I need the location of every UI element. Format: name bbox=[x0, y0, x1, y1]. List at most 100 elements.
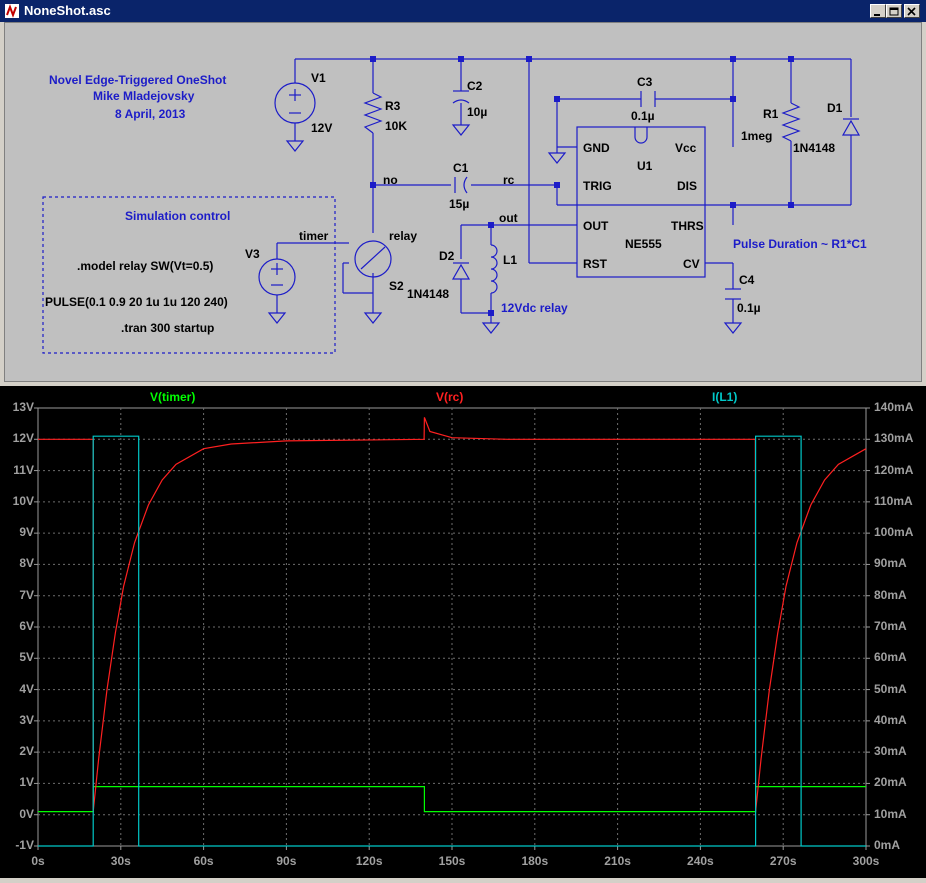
x-tick-label: 90s bbox=[276, 854, 297, 868]
u1-label[interactable]: U1 bbox=[637, 159, 653, 173]
y-tick-label-left: 5V bbox=[19, 650, 34, 665]
x-tick-label: 210s bbox=[604, 854, 631, 868]
c4-label[interactable]: C4 bbox=[739, 273, 755, 287]
d2-label[interactable]: D2 bbox=[439, 249, 455, 263]
r1-label[interactable]: R1 bbox=[763, 107, 779, 121]
c4-value[interactable]: 0.1µ bbox=[737, 301, 761, 315]
y-tick-label-right: 0mA bbox=[874, 838, 901, 852]
y-tick-label-left: 0V bbox=[19, 806, 34, 821]
pin-cv: CV bbox=[683, 257, 700, 271]
x-tick-label: 0s bbox=[31, 854, 45, 868]
relay-note: 12Vdc relay bbox=[501, 301, 568, 315]
y-tick-label-left: 6V bbox=[19, 619, 34, 633]
y-tick-label-right: 90mA bbox=[874, 556, 907, 571]
close-button[interactable] bbox=[904, 4, 920, 18]
y-tick-label-right: 70mA bbox=[874, 619, 907, 633]
x-tick-label: 300s bbox=[852, 854, 880, 868]
d1-label[interactable]: D1 bbox=[827, 101, 843, 115]
y-tick-label-right: 40mA bbox=[874, 712, 907, 727]
x-tick-label: 30s bbox=[110, 854, 131, 868]
pin-thrs: THRS bbox=[671, 219, 704, 233]
net-no[interactable]: no bbox=[383, 173, 398, 187]
x-tick-label: 60s bbox=[193, 854, 214, 868]
pin-dis: DIS bbox=[677, 179, 698, 193]
c2-value[interactable]: 10µ bbox=[467, 105, 488, 119]
c1-value[interactable]: 15µ bbox=[449, 197, 470, 211]
r1-value[interactable]: 1meg bbox=[741, 129, 773, 143]
v3-label[interactable]: V3 bbox=[245, 247, 260, 261]
y-tick-label-right: 110mA bbox=[874, 493, 913, 508]
schematic-date: 8 April, 2013 bbox=[115, 107, 186, 121]
v1-value[interactable]: 12V bbox=[311, 121, 333, 135]
y-tick-label-left: 11V bbox=[13, 462, 34, 477]
tran-directive[interactable]: .tran 300 startup bbox=[121, 321, 215, 335]
maximize-icon bbox=[889, 7, 899, 16]
trace-label[interactable]: I(L1) bbox=[712, 390, 738, 404]
y-tick-label-right: 10mA bbox=[874, 806, 907, 821]
close-icon bbox=[907, 7, 916, 16]
net-timer[interactable]: timer bbox=[299, 229, 329, 243]
r3-label[interactable]: R3 bbox=[385, 99, 401, 113]
schematic-author: Mike Mladejovsky bbox=[93, 89, 195, 103]
y-tick-label-right: 30mA bbox=[874, 744, 907, 759]
v1-label[interactable]: V1 bbox=[311, 71, 326, 85]
x-tick-label: 120s bbox=[355, 854, 383, 868]
y-tick-label-left: 10V bbox=[12, 493, 34, 508]
pulse-directive[interactable]: PULSE(0.1 0.9 20 1u 1u 120 240) bbox=[45, 295, 228, 309]
y-tick-label-left: 8V bbox=[19, 556, 34, 571]
d1-value[interactable]: 1N4148 bbox=[793, 141, 836, 155]
c3-value[interactable]: 0.1µ bbox=[631, 109, 655, 123]
pin-vcc: Vcc bbox=[675, 141, 697, 155]
x-tick-label: 270s bbox=[769, 854, 797, 868]
y-tick-label-left: 2V bbox=[19, 744, 34, 759]
y-tick-label-right: 50mA bbox=[874, 681, 907, 696]
x-tick-label: 240s bbox=[687, 854, 714, 868]
net-out[interactable]: out bbox=[499, 211, 518, 225]
y-tick-label-right: 100mA bbox=[874, 525, 914, 540]
model-directive[interactable]: .model relay SW(Vt=0.5) bbox=[77, 259, 214, 273]
y-tick-label-right: 130mA bbox=[874, 431, 914, 446]
c3-label[interactable]: C3 bbox=[637, 75, 653, 89]
u1-part[interactable]: NE555 bbox=[625, 237, 662, 251]
l1-label[interactable]: L1 bbox=[503, 253, 518, 267]
y-tick-label-right: 20mA bbox=[874, 775, 907, 790]
pin-gnd: GND bbox=[583, 141, 610, 155]
trace-label[interactable]: V(timer) bbox=[150, 390, 196, 404]
y-tick-label-right: 140mA bbox=[874, 400, 914, 414]
y-tick-label-left: 1V bbox=[19, 775, 34, 790]
schematic-editor[interactable]: Novel Edge-Triggered OneShot Mike Mladej… bbox=[4, 22, 922, 382]
s2-model[interactable]: relay bbox=[389, 229, 418, 243]
window-title: NoneShot.asc bbox=[24, 3, 111, 18]
y-tick-label-right: 120mA bbox=[874, 462, 914, 477]
net-rc[interactable]: rc bbox=[503, 173, 515, 187]
y-tick-label-left: 7V bbox=[19, 587, 34, 602]
pin-trig: TRIG bbox=[583, 179, 612, 193]
window-titlebar[interactable]: NoneShot.asc bbox=[0, 0, 926, 22]
maximize-button[interactable] bbox=[886, 4, 902, 18]
pulse-duration-note: Pulse Duration ~ R1*C1 bbox=[733, 237, 867, 251]
s2-label[interactable]: S2 bbox=[389, 279, 404, 293]
schematic-title: Novel Edge-Triggered OneShot bbox=[49, 73, 227, 87]
y-tick-label-left: 9V bbox=[19, 525, 34, 540]
y-tick-label-right: 60mA bbox=[874, 650, 907, 665]
schematic-canvas[interactable] bbox=[5, 23, 923, 383]
waveform-plot[interactable] bbox=[0, 386, 926, 878]
trace-label[interactable]: V(rc) bbox=[436, 390, 464, 404]
y-tick-label-left: 13V bbox=[12, 400, 34, 414]
c1-label[interactable]: C1 bbox=[453, 161, 469, 175]
c2-label[interactable]: C2 bbox=[467, 79, 483, 93]
minimize-icon bbox=[874, 14, 880, 16]
y-tick-label-left: -1V bbox=[15, 838, 34, 852]
x-tick-label: 180s bbox=[521, 854, 549, 868]
y-tick-label-left: 4V bbox=[19, 681, 34, 696]
sim-control-title: Simulation control bbox=[125, 209, 231, 223]
trace-i-l1 bbox=[38, 435, 866, 847]
d2-value[interactable]: 1N4148 bbox=[407, 287, 450, 301]
trace-v-rc bbox=[38, 417, 867, 812]
minimize-button[interactable] bbox=[870, 4, 886, 18]
pin-rst: RST bbox=[583, 257, 607, 271]
y-tick-label-left: 3V bbox=[19, 712, 34, 727]
ltspice-app-icon bbox=[5, 4, 19, 18]
r3-value[interactable]: 10K bbox=[385, 119, 408, 133]
